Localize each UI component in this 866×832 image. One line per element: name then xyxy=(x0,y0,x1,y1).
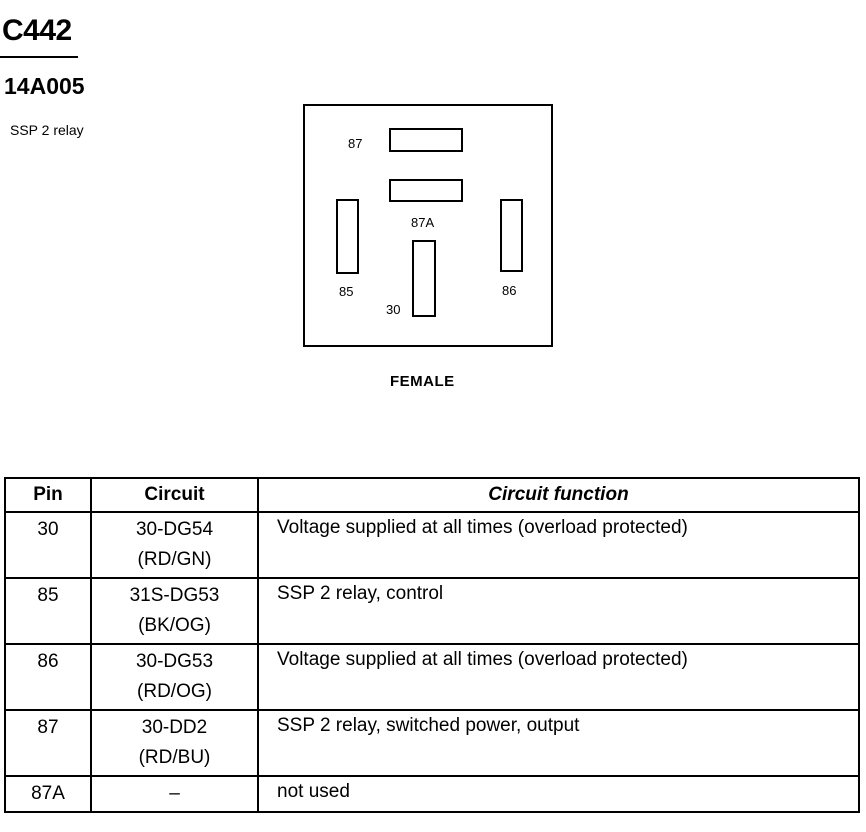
pin-87a-terminal xyxy=(389,179,463,202)
function-cell: SSP 2 relay, switched power, output xyxy=(257,709,860,777)
pin-cell: 87A xyxy=(4,775,92,813)
part-number: 14A005 xyxy=(4,73,85,99)
table-row: 86 30-DG53 (RD/OG) Voltage supplied at a… xyxy=(4,643,860,711)
title-underline xyxy=(0,56,78,58)
connector-title: C442 xyxy=(2,14,72,47)
pin-87a-label: 87A xyxy=(411,215,435,230)
connector-description: SSP 2 relay xyxy=(10,122,84,138)
column-header-pin: Pin xyxy=(4,477,92,513)
pin-87-label: 87 xyxy=(348,136,363,151)
column-header-circuit-function: Circuit function xyxy=(257,477,860,513)
circuit-id: – xyxy=(169,783,180,804)
circuit-cell: 31S-DG53 (BK/OG) xyxy=(90,577,259,645)
table-row: 85 31S-DG53 (BK/OG) SSP 2 relay, control xyxy=(4,577,860,645)
pin-cell: 85 xyxy=(4,577,92,645)
function-cell: Voltage supplied at all times (overload … xyxy=(257,643,860,711)
connector-face-diagram: 87 87A 85 86 30 xyxy=(303,104,553,347)
table-header-row: Pin Circuit Circuit function xyxy=(4,477,860,513)
wire-color: (RD/GN) xyxy=(137,549,212,570)
pin-30-terminal xyxy=(412,240,436,317)
pinout-table: Pin Circuit Circuit function 30 30-DG54 … xyxy=(4,477,860,813)
pin-86-label: 86 xyxy=(502,283,517,298)
pin-87-terminal xyxy=(389,128,463,152)
connector-gender-label: FEMALE xyxy=(390,373,455,390)
circuit-id: 31S-DG53 xyxy=(129,585,220,606)
wire-color: (BK/OG) xyxy=(138,615,211,636)
pin-30-label: 30 xyxy=(386,302,401,317)
function-cell: Voltage supplied at all times (overload … xyxy=(257,511,860,579)
table-row: 30 30-DG54 (RD/GN) Voltage supplied at a… xyxy=(4,511,860,579)
circuit-id: 30-DD2 xyxy=(141,717,208,738)
circuit-cell: 30-DG54 (RD/GN) xyxy=(90,511,259,579)
column-header-circuit: Circuit xyxy=(90,477,259,513)
circuit-id: 30-DG54 xyxy=(135,519,214,540)
pin-cell: 87 xyxy=(4,709,92,777)
pin-cell: 30 xyxy=(4,511,92,579)
function-cell: not used xyxy=(257,775,860,813)
circuit-cell: 30-DD2 (RD/BU) xyxy=(90,709,259,777)
circuit-cell: – xyxy=(90,775,259,813)
circuit-cell: 30-DG53 (RD/OG) xyxy=(90,643,259,711)
pin-85-terminal xyxy=(336,199,359,274)
wire-color: (RD/OG) xyxy=(137,681,212,702)
table-row: 87 30-DD2 (RD/BU) SSP 2 relay, switched … xyxy=(4,709,860,777)
circuit-id: 30-DG53 xyxy=(135,651,214,672)
pin-cell: 86 xyxy=(4,643,92,711)
pin-86-terminal xyxy=(500,199,523,272)
table-row: 87A – not used xyxy=(4,775,860,813)
wire-color: (RD/BU) xyxy=(138,747,211,768)
function-cell: SSP 2 relay, control xyxy=(257,577,860,645)
pin-85-label: 85 xyxy=(339,284,354,299)
